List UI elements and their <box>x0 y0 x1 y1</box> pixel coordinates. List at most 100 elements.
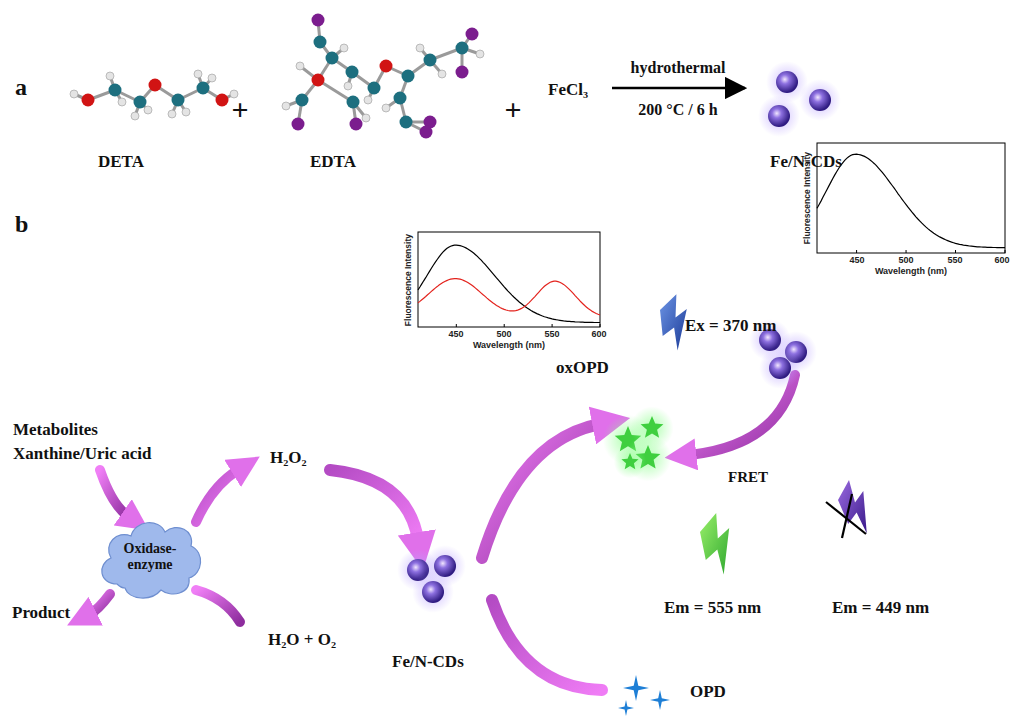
condition-text: 200 °C / 6 h <box>638 100 717 119</box>
opd-sparkles <box>618 675 670 716</box>
species-label: oxOPD <box>556 358 609 378</box>
carbon-dot <box>422 581 444 603</box>
atom <box>292 118 305 131</box>
substrate-label: Metabolites Xanthine/Uric acid <box>13 418 191 466</box>
atom <box>394 92 407 105</box>
atom <box>347 96 360 109</box>
tick <box>552 324 553 327</box>
star <box>650 690 670 710</box>
atom <box>118 98 126 106</box>
atom <box>362 114 370 122</box>
tick-label: 550 <box>947 255 962 266</box>
plus-sign: + <box>231 92 248 128</box>
axis-title: Wavelength (nm) <box>875 266 947 277</box>
carbon-dot <box>769 357 791 379</box>
nanozyme-label: Fe/N-CDs <box>392 652 464 672</box>
emission-label: Em = 555 nm <box>664 598 761 618</box>
atom <box>382 104 390 112</box>
tick-label: 550 <box>544 329 559 340</box>
carbon-dot <box>809 89 831 111</box>
species-label: H₂O + O₂ <box>268 630 336 650</box>
carbon-dots <box>397 61 841 613</box>
atom <box>350 118 363 131</box>
molecule-name: DETA <box>98 152 144 172</box>
atom <box>216 94 229 107</box>
atom <box>149 79 162 92</box>
enzyme-cloud: Oxidase-enzyme <box>95 514 205 600</box>
species-label: OPD <box>690 682 726 702</box>
tick-label: 450 <box>849 255 864 266</box>
condition-text: hydrothermal <box>631 58 726 77</box>
molecule-name: EDTA <box>310 152 356 172</box>
atom <box>182 108 190 116</box>
axis-title: Fluorescence Intensity <box>802 152 812 244</box>
atom <box>368 82 381 95</box>
atom <box>197 82 210 95</box>
atom <box>380 60 393 73</box>
spectra-charts <box>418 143 1005 327</box>
atom <box>340 44 348 52</box>
light-bolt <box>838 480 867 534</box>
carbon-dot <box>768 105 790 127</box>
tick-label: 600 <box>994 255 1009 266</box>
atom <box>168 110 176 118</box>
tick-label: 500 <box>496 329 511 340</box>
axis-title: Fluorescence Intensity <box>403 234 413 326</box>
species-label: Product <box>12 603 70 623</box>
tick <box>1005 250 1006 253</box>
atom <box>144 106 152 114</box>
atom <box>420 126 433 139</box>
tick <box>955 250 956 253</box>
atom <box>82 94 95 107</box>
tick <box>600 324 601 327</box>
dot-glow <box>799 79 841 121</box>
atom <box>344 82 352 90</box>
dot-glow <box>758 95 800 137</box>
atom <box>438 70 446 78</box>
cross-mark <box>842 494 852 538</box>
atom <box>194 70 202 78</box>
atom <box>402 70 415 83</box>
light-bolt <box>700 513 729 575</box>
tick-label: 600 <box>591 329 606 340</box>
spectrum-curve <box>418 245 600 322</box>
atom <box>172 94 185 107</box>
emission-label: Em = 449 nm <box>832 598 929 618</box>
atom <box>109 84 122 97</box>
star <box>641 416 664 438</box>
atom <box>208 74 216 82</box>
atom <box>312 74 325 87</box>
atom <box>106 72 114 80</box>
spectrum-curve <box>817 154 1005 248</box>
atom <box>364 96 372 104</box>
atom <box>424 54 437 67</box>
oxopd-stars <box>603 406 674 481</box>
tick <box>456 324 457 327</box>
reaction-arrow <box>612 87 745 90</box>
process-label: FRET <box>728 468 768 486</box>
atom <box>456 66 469 79</box>
reagent-name: FeCl₃ <box>548 80 588 100</box>
species-label: H₂O₂ <box>270 448 307 468</box>
light-bolt <box>660 294 687 350</box>
atom <box>296 94 309 107</box>
atom <box>326 52 339 65</box>
star <box>623 675 649 701</box>
atom <box>346 66 359 79</box>
dot-glow <box>412 571 454 613</box>
atom <box>134 96 147 109</box>
excitation-label: Ex = 370 nm <box>685 316 776 336</box>
atom <box>296 62 304 70</box>
molecule-models <box>70 14 484 139</box>
atom <box>312 14 325 27</box>
panel-letter: b <box>15 210 28 239</box>
star <box>621 453 638 469</box>
tick-label: 450 <box>448 329 463 340</box>
enzyme-label: Oxidase-enzyme <box>113 541 187 573</box>
atom <box>400 116 413 129</box>
panel-letter: a <box>15 73 27 102</box>
light-bolts <box>660 294 867 574</box>
atom <box>456 42 469 55</box>
dot-glow <box>759 347 801 389</box>
atom <box>476 50 484 58</box>
